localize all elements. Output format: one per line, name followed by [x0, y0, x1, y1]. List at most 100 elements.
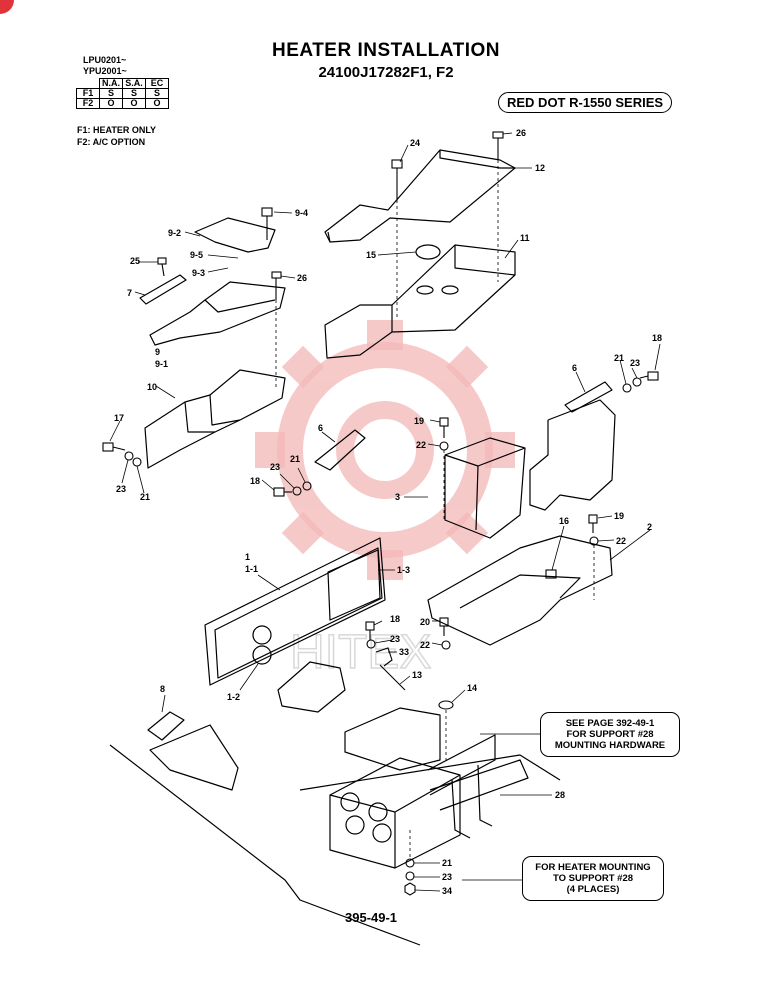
leader [551, 525, 565, 571]
part-11-housing [324, 244, 516, 359]
leader [597, 515, 613, 519]
label-16: 16 [559, 516, 569, 526]
leader [374, 639, 393, 644]
part-9-panel [149, 281, 286, 346]
label-33: 33 [399, 647, 409, 657]
bolt-19-top [439, 417, 449, 438]
washer-21-left [132, 457, 142, 467]
label-24: 24 [410, 138, 420, 148]
label-18-right: 18 [652, 333, 662, 343]
washer-21-right [622, 383, 632, 393]
part-1-panel [204, 537, 386, 686]
label-1-1: 1-1 [245, 564, 258, 574]
part-13-hose [379, 664, 406, 691]
label-22-right: 22 [616, 536, 626, 546]
part-12-cover [324, 149, 516, 243]
leader [609, 529, 651, 561]
page-title: HEATER INSTALLATION [272, 40, 500, 61]
leader [279, 473, 295, 489]
washer-22-low [441, 640, 451, 650]
label-22-top: 22 [416, 440, 426, 450]
watermark-text: HITEX [290, 626, 431, 679]
leader [280, 275, 296, 279]
part-28-support [427, 734, 529, 839]
label-26-top: 26 [516, 128, 526, 138]
leader [504, 239, 519, 259]
bolt-19-right [588, 514, 598, 533]
label-19-top: 19 [414, 416, 424, 426]
washer-23-mid [292, 486, 302, 496]
washer-23-left [124, 451, 134, 461]
bolt-20 [439, 617, 449, 636]
bolt-18-left [273, 487, 292, 497]
series-badge: RED DOT R-1550 SERIES [498, 92, 673, 113]
label-18-low: 18 [390, 614, 400, 624]
leader [161, 694, 166, 713]
leader [654, 343, 661, 371]
floor-outline [109, 744, 421, 946]
label-6-right: 6 [572, 363, 577, 373]
label-21-right: 21 [614, 353, 624, 363]
legend-item: F1: HEATER ONLY [77, 125, 157, 135]
part-2-tray [427, 535, 613, 646]
label-18-left: 18 [250, 476, 260, 486]
leader [399, 675, 411, 685]
legend-item: F2: A/C OPTION [77, 137, 146, 147]
leader [297, 467, 306, 483]
nut-14 [438, 700, 454, 710]
leader [257, 574, 281, 591]
leader [239, 663, 259, 691]
callout-line: (4 PLACES) [566, 884, 620, 895]
legend: F1: HEATER ONLY F2: A/C OPTION [77, 124, 156, 148]
label-23-mid: 23 [270, 462, 280, 472]
washer-23-low [366, 639, 376, 649]
bolt-25 [157, 257, 167, 277]
label-2: 2 [647, 522, 652, 532]
callout-line: FOR SUPPORT #28 [566, 729, 654, 740]
bolt-24 [391, 159, 403, 200]
serial-range: LPU0201~ YPU2001~ [83, 55, 127, 77]
part-15-grommet [415, 244, 441, 260]
label-26-mid: 26 [297, 273, 307, 283]
label-23-left: 23 [116, 484, 126, 494]
label-9: 9 [155, 347, 160, 357]
label-15: 15 [366, 250, 376, 260]
label-1: 1 [245, 552, 250, 562]
washer-21-mid [302, 481, 312, 491]
label-21-bottom: 21 [442, 858, 452, 868]
leader [273, 211, 293, 214]
label-9-5: 9-5 [190, 250, 203, 260]
cell: O [145, 98, 169, 109]
leader [502, 132, 513, 135]
label-21-left: 21 [140, 492, 150, 502]
label-21-mid: 21 [290, 454, 300, 464]
part-8-vent [147, 711, 185, 741]
bolt-9-4 [261, 207, 273, 240]
bolt-17 [102, 442, 126, 452]
right-bracket-panel [529, 399, 616, 511]
label-8: 8 [160, 684, 165, 694]
label-9-4: 9-4 [295, 208, 308, 218]
label-3: 3 [395, 492, 400, 502]
leader [451, 689, 466, 703]
washer-22-top [439, 441, 449, 451]
label-12: 12 [535, 163, 545, 173]
part-3-box [444, 437, 526, 539]
label-23-low: 23 [390, 634, 400, 644]
bolt-26-top [492, 131, 504, 160]
leader [109, 420, 121, 442]
leader [575, 371, 586, 393]
duct-piece [277, 661, 346, 713]
part-9-2-bracket [194, 217, 276, 253]
leader [121, 459, 129, 484]
leader [134, 291, 146, 296]
watermark-gear-teeth [255, 320, 515, 580]
leader [619, 359, 627, 385]
leader [155, 385, 176, 399]
label-22-low: 22 [420, 640, 430, 650]
page-number: 395-49-1 [345, 910, 398, 925]
bolt-26-mid [271, 271, 282, 300]
applicability-table: N.A. S.A. EC F1 S S S F2 O O O [76, 78, 169, 109]
callout-line: SEE PAGE 392-49-1 [565, 718, 655, 729]
